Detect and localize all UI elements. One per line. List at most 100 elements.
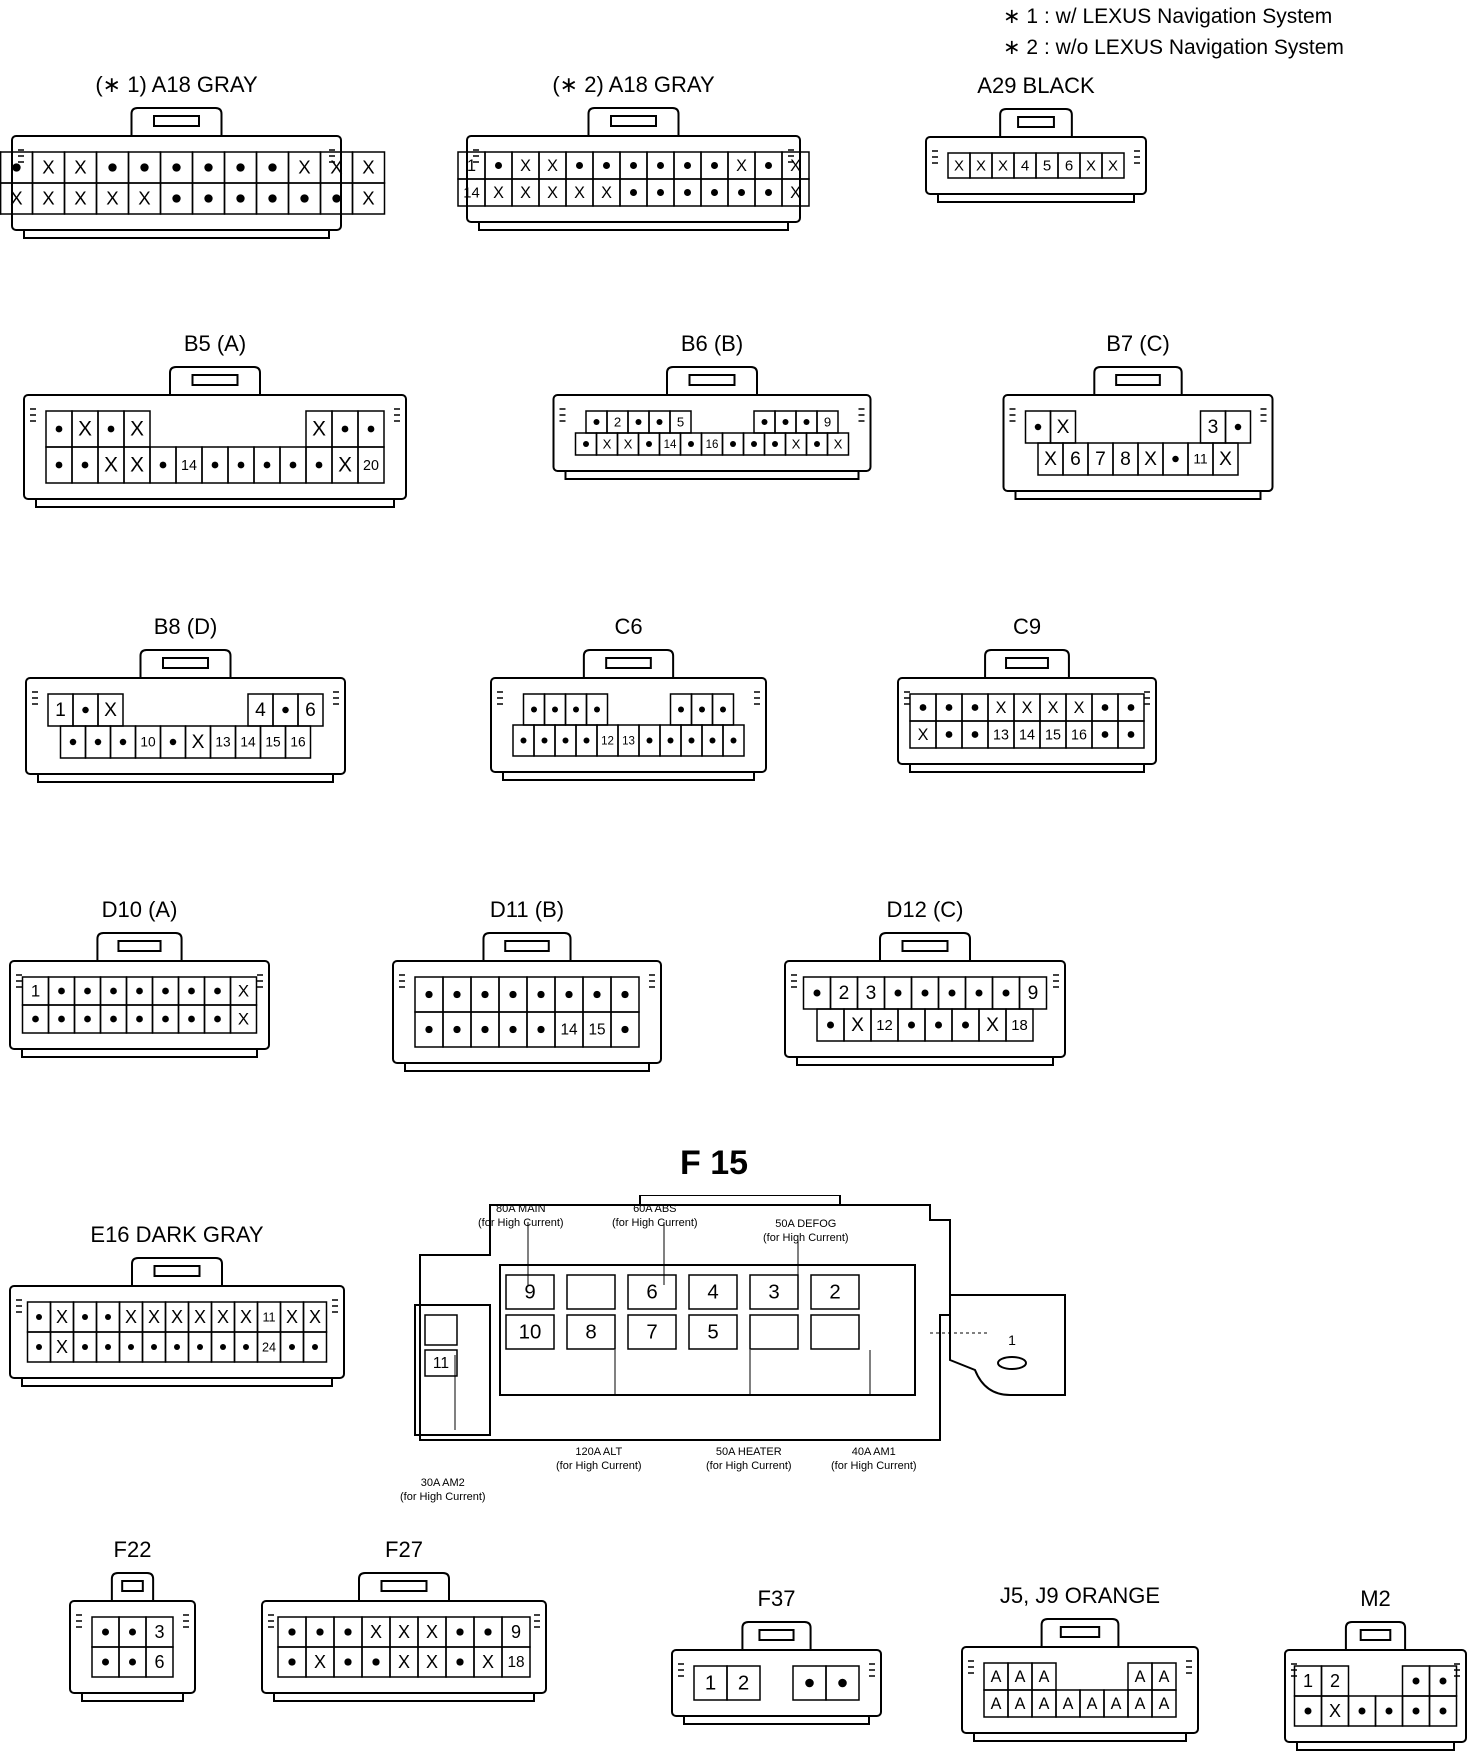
svg-text:X: X (624, 436, 633, 451)
pin-cavity (1091, 720, 1119, 749)
svg-text:X: X (426, 1652, 438, 1672)
svg-text:X: X (998, 157, 1008, 174)
pin-cavity: X (947, 152, 971, 179)
pin-cavity (255, 151, 290, 184)
pin-cavity (305, 1616, 335, 1648)
pin-cavity (191, 182, 226, 215)
svg-text:8: 8 (1120, 449, 1131, 470)
pin-cavity (277, 1646, 307, 1678)
fuse-slot (810, 1314, 860, 1350)
pin-cavity (669, 693, 693, 726)
pin-cavity (512, 724, 535, 757)
pin-cavity: X (95, 182, 130, 215)
svg-text:15: 15 (1045, 727, 1061, 743)
connector-title: (∗ 1) A18 GRAY (95, 72, 258, 97)
svg-text:A: A (1159, 1695, 1170, 1713)
pin-cavity (526, 976, 556, 1013)
pin-cavity: 3 (856, 976, 886, 1010)
pin-cavity (26, 1301, 52, 1333)
pin-cavity: X (727, 151, 756, 180)
pin-cavity (99, 976, 128, 1006)
pin-cavity (935, 693, 963, 722)
pin-cavity (203, 1004, 232, 1034)
svg-text:X: X (238, 1009, 249, 1028)
pin-cavity: X (319, 151, 354, 184)
pin-cavity (72, 1331, 98, 1363)
pin-cavity (159, 151, 194, 184)
svg-text:5: 5 (1043, 157, 1051, 174)
pin-cavity: 16 (284, 725, 312, 759)
pin-cavity: 2 (606, 410, 629, 434)
pin-cavity (1024, 410, 1052, 444)
svg-text:X: X (42, 156, 55, 177)
pin-cavity (582, 976, 612, 1013)
pin-cavity: X (184, 725, 212, 759)
pin-cavity (627, 410, 650, 434)
pin-cavity (610, 1011, 640, 1048)
pin-cavity (574, 432, 598, 456)
fuse-slot: 5 (688, 1314, 738, 1350)
svg-text:2: 2 (738, 1672, 749, 1694)
pin-cavity: 7 (1087, 442, 1114, 476)
svg-text:X: X (1144, 449, 1157, 470)
pin-cavity: 13 (209, 725, 237, 759)
pin-cavity: X (909, 720, 937, 749)
pin-cavity: A (1151, 1662, 1177, 1691)
connector-title: D12 (C) (886, 897, 964, 922)
pin-cavity (279, 446, 307, 484)
pin-cavity (659, 724, 682, 757)
pin-cavity (1401, 1665, 1431, 1697)
pin-cavity: A (983, 1689, 1009, 1718)
pin-cavity (414, 976, 444, 1013)
pin-cavity (414, 1011, 444, 1048)
pin-cavity: X (1065, 693, 1093, 722)
pin-cavity: 12 (596, 724, 619, 757)
pin-cavity: X (473, 1646, 503, 1678)
pin-cavity: X (969, 152, 993, 179)
pin-cavity: X (1013, 693, 1041, 722)
fuse-slot (749, 1314, 799, 1350)
pin-cavity (484, 151, 513, 180)
pin-cavity (45, 446, 73, 484)
pin-cavity (619, 178, 648, 207)
pin-cavity: X (123, 446, 151, 484)
svg-text:X: X (104, 700, 117, 721)
pin-cavity (825, 1665, 860, 1701)
pin-cavity: 9 (1018, 976, 1048, 1010)
svg-text:X: X (42, 187, 55, 208)
pin-cavity: X (978, 1008, 1007, 1042)
f15-terminal-label: 1 (1008, 1332, 1016, 1348)
pin-cavity: X (71, 410, 99, 448)
svg-text:5: 5 (707, 1321, 718, 1343)
pin-cavity: X (305, 1646, 335, 1678)
svg-text:X: X (520, 157, 531, 175)
connector-a18-gray-nav: (∗ 1) A18 GRAY1XXXXX14XXXXXX (0, 72, 386, 244)
pin-cavity (84, 725, 112, 759)
pin-cavity (721, 432, 745, 456)
pin-cavity: 6 (145, 1646, 174, 1678)
svg-text:X: X (792, 436, 801, 451)
svg-text:X: X (312, 418, 326, 441)
pin-cavity: 11 (256, 1301, 282, 1333)
pin-cavity: X (565, 178, 594, 207)
svg-text:16: 16 (290, 735, 306, 750)
pin-cavity: 5 (1035, 152, 1059, 179)
svg-text:A: A (1111, 1695, 1122, 1713)
svg-text:X: X (736, 157, 747, 175)
connector-title: F22 (113, 1537, 152, 1562)
pin-cavity: 6 (297, 693, 324, 727)
pin-cavity (445, 1616, 475, 1648)
pin-cavity (97, 410, 125, 448)
